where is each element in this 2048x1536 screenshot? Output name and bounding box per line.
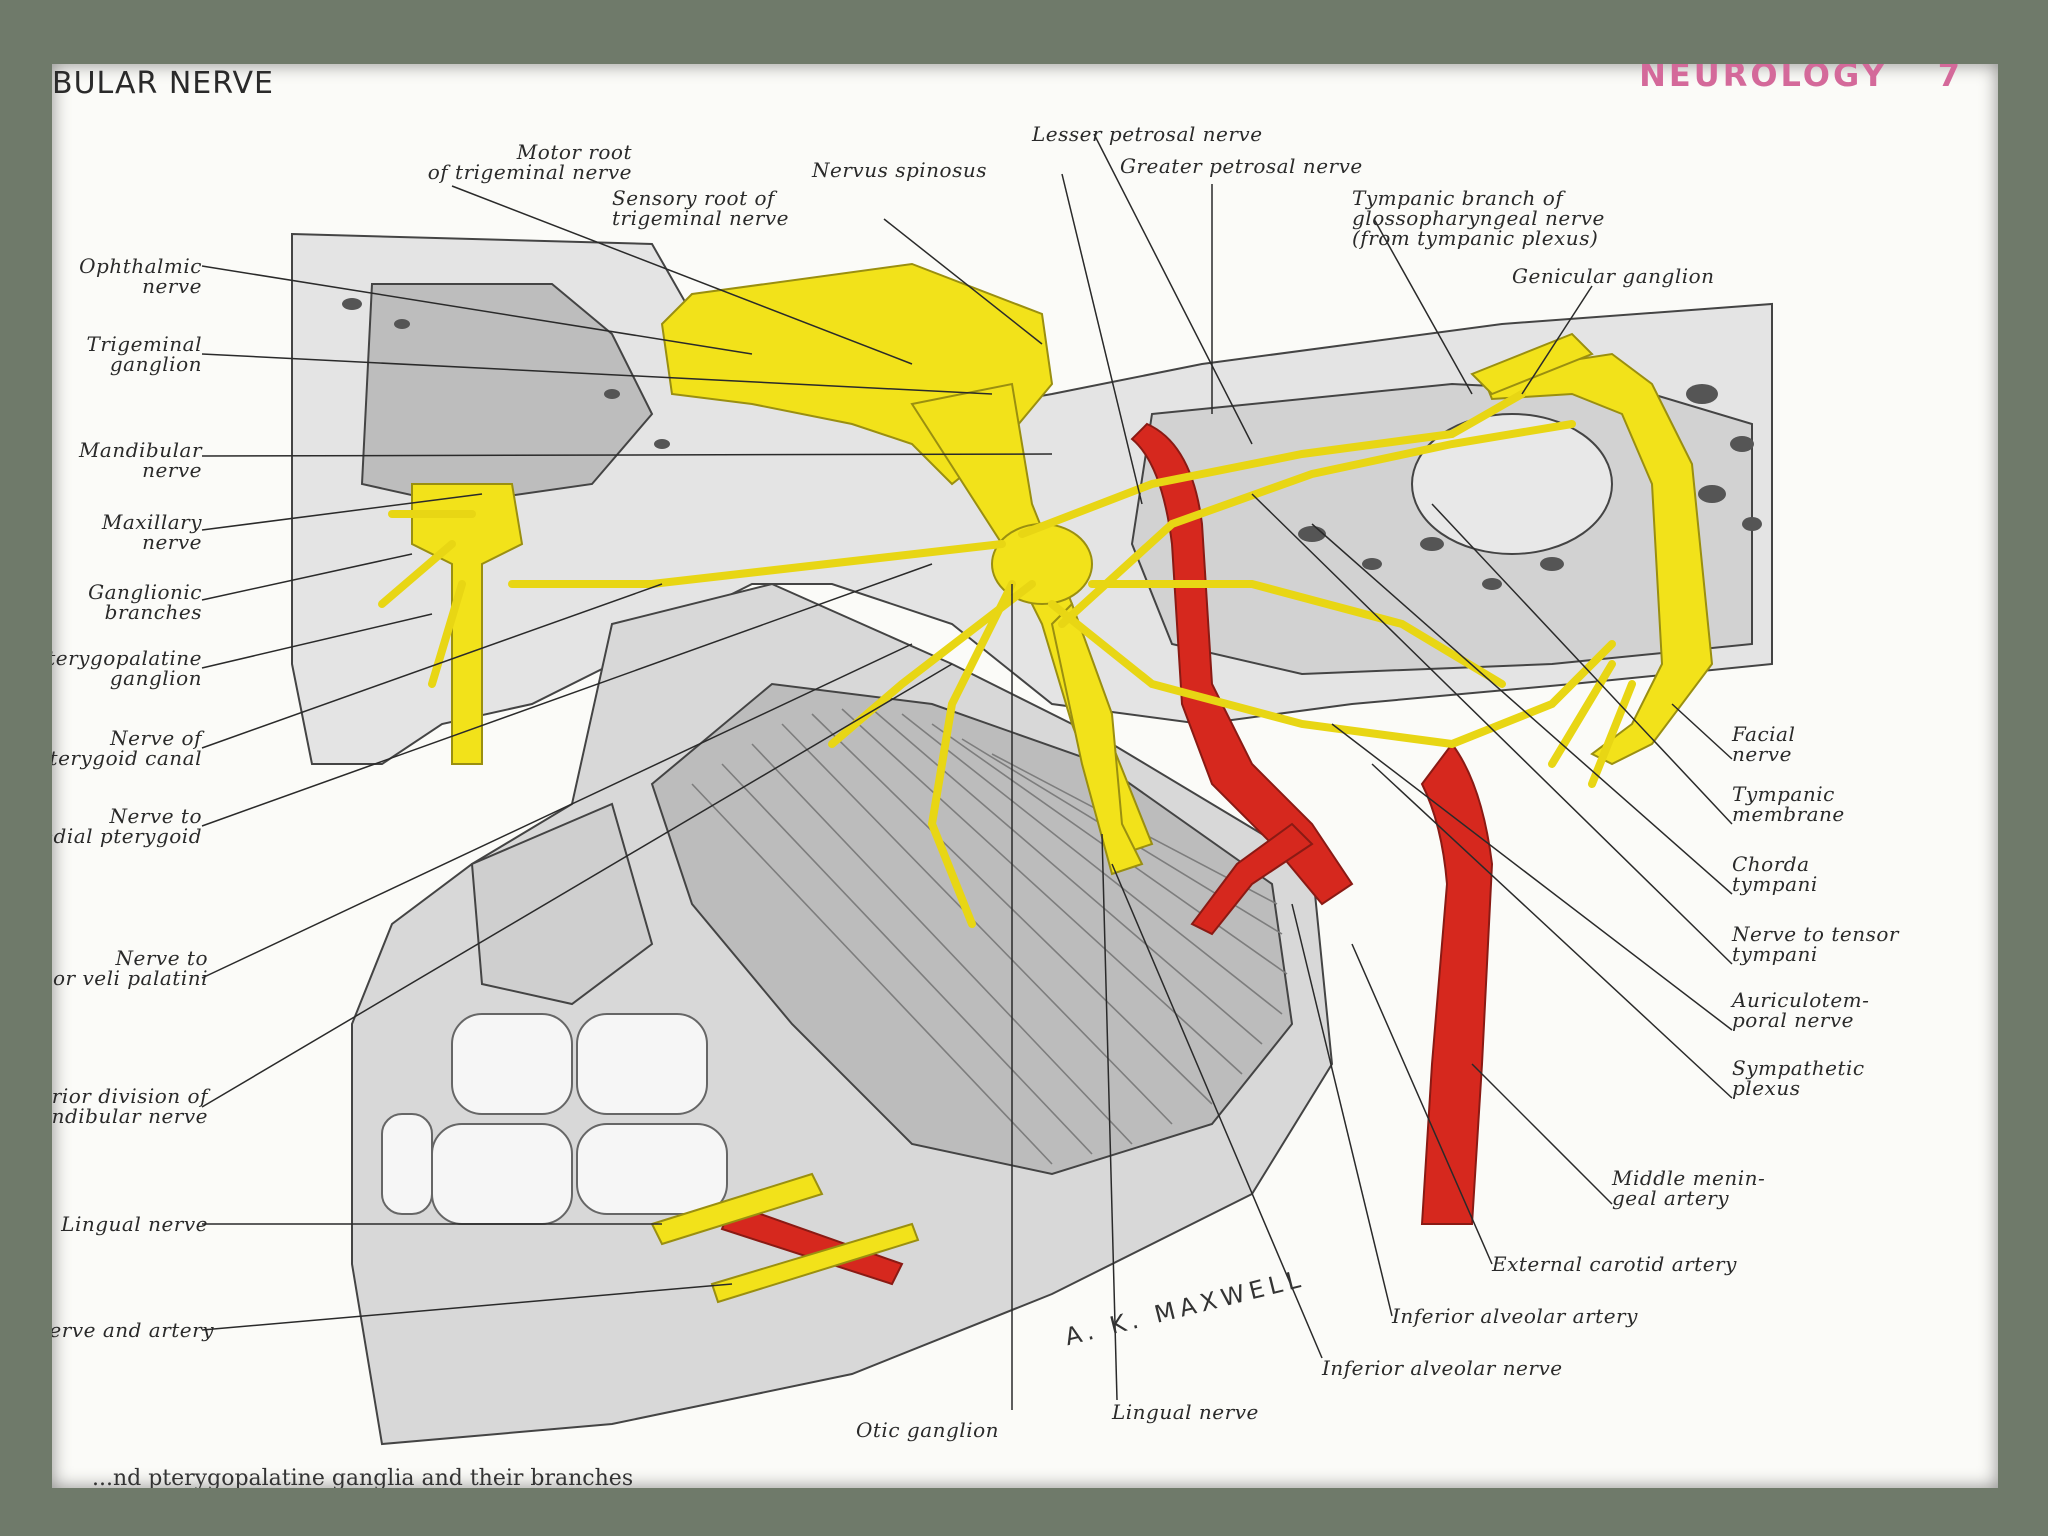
- teeth: [381, 1013, 728, 1225]
- mandibular-nerve-illustration: [201, 133, 1773, 1446]
- label-posterior-division: Posterior division of mandibular nerve: [52, 1084, 208, 1128]
- label-ophthalmic-nerve: Ophthalmic nerve: [79, 254, 202, 298]
- label-mandibular-nerve: Mandibular nerve: [78, 438, 202, 482]
- header-section: NEUROLOGY 7: [1639, 64, 1963, 94]
- label-greater-petrosal-nerve: Greater petrosal nerve: [1120, 154, 1363, 178]
- bone-foramina: [342, 298, 1762, 590]
- label-facial-nerve: Facial nerve: [1732, 722, 1796, 766]
- label-nerve-tensor-tympani: Nerve to tensor tympani: [1732, 922, 1899, 966]
- label-middle-meningeal-artery: Middle menin- geal artery: [1612, 1166, 1766, 1210]
- nerve-branches: [378, 390, 1636, 928]
- label-sympathetic-plexus: Sympathetic plexus: [1732, 1056, 1865, 1100]
- anatomy-page: BULAR NERVE NEUROLOGY 7 Motor root of tri…: [52, 64, 1998, 1488]
- label-nerve-and-artery: Inferior alveolar nerve and artery: [52, 1318, 214, 1342]
- label-nerve-medial-pterygoid: Nerve to medial pterygoid: [52, 804, 202, 848]
- label-ganglionic-branches: Ganglionic branches: [88, 580, 202, 624]
- label-maxillary-nerve: Maxillary nerve: [101, 510, 202, 554]
- header-page-number: 7: [1937, 64, 1963, 94]
- label-lingual-nerve-left: Lingual nerve: [61, 1212, 208, 1236]
- label-inferior-alveolar-artery: Inferior alveolar artery: [1392, 1304, 1638, 1328]
- label-nerve-tensor-veli: Nerve to tensor veli palatini: [52, 946, 208, 990]
- label-tympanic-branch: Tympanic branch of glossopharyngeal nerv…: [1352, 186, 1605, 250]
- header-chapter-title: BULAR NERVE: [52, 66, 274, 101]
- label-pterygopalatine-ganglion: Pterygopalatine ganglion: [52, 646, 202, 690]
- leader-lines: [201, 133, 1733, 1410]
- header-section-name: NEUROLOGY: [1639, 64, 1888, 94]
- nerves: [411, 262, 1714, 1304]
- label-motor-root: Motor root of trigeminal nerve: [427, 140, 632, 184]
- label-genicular-ganglion: Genicular ganglion: [1512, 264, 1715, 288]
- label-nerve-pterygoid-canal: Nerve of pterygoid canal: [52, 726, 202, 770]
- figure-caption: ...nd pterygopalatine ganglia and their …: [92, 1466, 634, 1488]
- label-external-carotid-artery: External carotid artery: [1492, 1252, 1737, 1276]
- label-tympanic-membrane: Tympanic membrane: [1732, 782, 1845, 826]
- label-lingual-nerve-bottom: Lingual nerve: [1112, 1400, 1259, 1424]
- label-lesser-petrosal-nerve: Lesser petrosal nerve: [1032, 122, 1263, 146]
- label-auriculotemporal-nerve: Auriculotem- poral nerve: [1732, 988, 1870, 1032]
- label-nervus-spinosus: Nervus spinosus: [812, 158, 987, 182]
- label-inferior-alveolar-nerve: Inferior alveolar nerve: [1322, 1356, 1563, 1380]
- label-chorda-tympani: Chorda tympani: [1732, 852, 1818, 896]
- label-trigeminal-ganglion: Trigeminal ganglion: [86, 332, 202, 376]
- label-otic-ganglion: Otic ganglion: [856, 1418, 1000, 1442]
- label-sensory-root: Sensory root of trigeminal nerve: [612, 186, 789, 230]
